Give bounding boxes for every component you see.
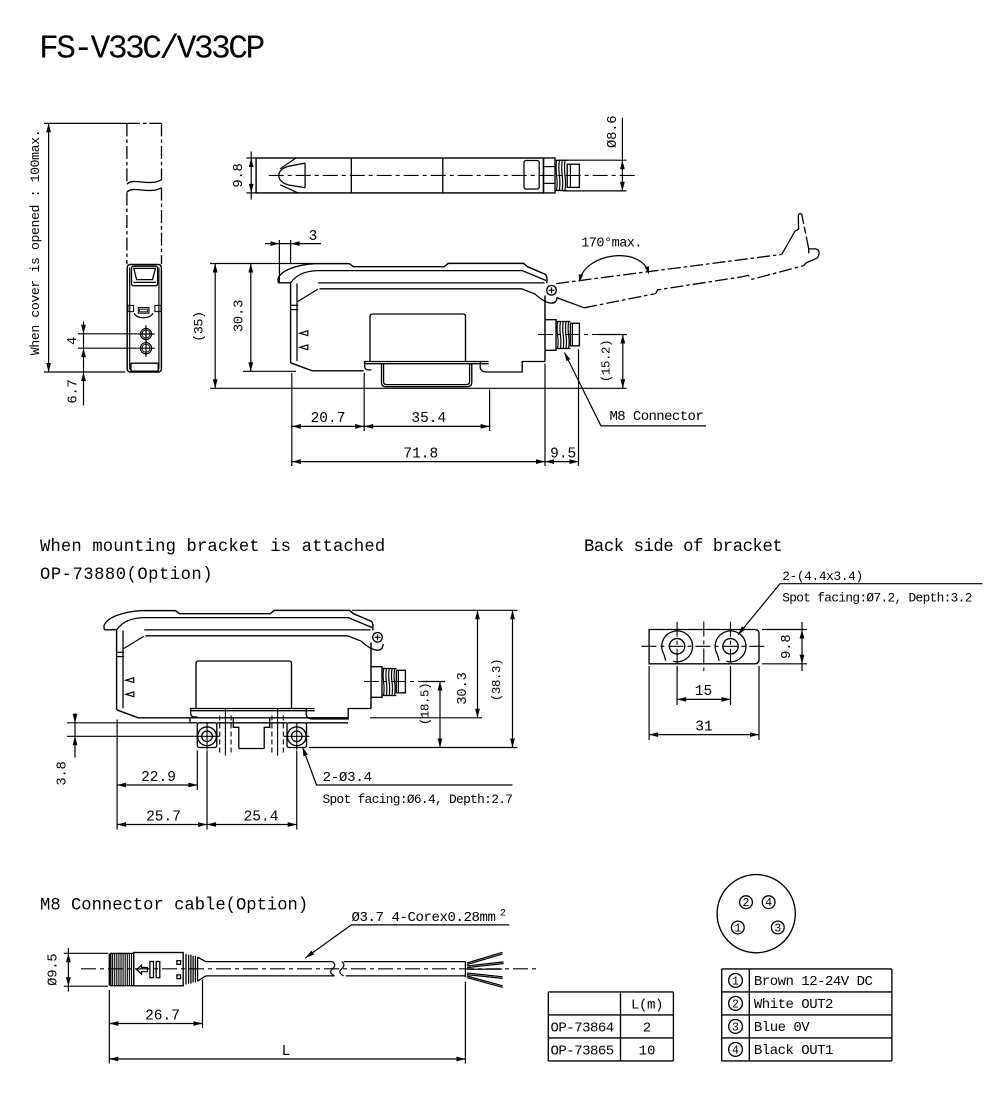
svg-text:Spot facing:Ø7.2, Depth:3.2: Spot facing:Ø7.2, Depth:3.2 xyxy=(782,591,972,606)
svg-text:30.3: 30.3 xyxy=(233,300,248,332)
svg-text:4: 4 xyxy=(66,337,81,345)
svg-text:170°max.: 170°max. xyxy=(581,237,642,252)
svg-text:2: 2 xyxy=(732,998,739,1011)
svg-text:2: 2 xyxy=(743,897,750,910)
svg-text:3: 3 xyxy=(774,923,781,936)
svg-text:Ø9.5: Ø9.5 xyxy=(46,954,62,986)
svg-text:L: L xyxy=(282,1044,291,1060)
svg-text:FS-V33C/V33CP: FS-V33C/V33CP xyxy=(39,31,264,68)
svg-text:(15.2): (15.2) xyxy=(600,340,614,382)
svg-text:Brown 12-24V DC: Brown 12-24V DC xyxy=(754,974,873,990)
svg-text:3: 3 xyxy=(309,229,318,245)
svg-text:4: 4 xyxy=(732,1044,739,1057)
svg-text:OP-73880(Option): OP-73880(Option) xyxy=(40,566,213,585)
svg-text:9.8: 9.8 xyxy=(232,163,247,187)
svg-text:9.5: 9.5 xyxy=(550,446,576,462)
svg-text:OP-73864: OP-73864 xyxy=(551,1020,614,1036)
svg-text:15: 15 xyxy=(695,684,712,700)
svg-text:26.7: 26.7 xyxy=(145,1008,180,1024)
svg-text:When cover is opened : 100max.: When cover is opened : 100max. xyxy=(28,130,43,355)
svg-text:2-Ø3.4: 2-Ø3.4 xyxy=(323,770,372,786)
svg-text:OP-73865: OP-73865 xyxy=(551,1043,614,1059)
svg-text:Back side of bracket: Back side of bracket xyxy=(584,538,782,557)
svg-text:(35): (35) xyxy=(191,311,206,341)
svg-text:Spot facing:Ø6.4, Depth:2.7: Spot facing:Ø6.4, Depth:2.7 xyxy=(323,792,513,807)
svg-text:L(m): L(m) xyxy=(631,997,663,1013)
svg-text:31: 31 xyxy=(695,719,712,735)
svg-text:25.4: 25.4 xyxy=(244,809,279,825)
svg-text:M8 Connector cable(Option): M8 Connector cable(Option) xyxy=(40,897,308,916)
svg-text:4: 4 xyxy=(765,897,772,910)
svg-text:20.7: 20.7 xyxy=(311,411,346,427)
svg-text:71.8: 71.8 xyxy=(403,446,438,462)
svg-text:When mounting bracket is attac: When mounting bracket is attached xyxy=(40,538,385,557)
svg-text:1: 1 xyxy=(734,923,741,936)
svg-text:Black OUT1: Black OUT1 xyxy=(754,1043,833,1059)
svg-text:9.8: 9.8 xyxy=(780,635,795,659)
svg-text:6.7: 6.7 xyxy=(67,379,82,403)
svg-text:35.4: 35.4 xyxy=(411,411,446,427)
svg-text:3.8: 3.8 xyxy=(56,761,71,785)
svg-text:White OUT2: White OUT2 xyxy=(754,997,833,1013)
svg-text:Ø8.6: Ø8.6 xyxy=(605,116,621,148)
svg-text:30.3: 30.3 xyxy=(456,672,471,704)
svg-text:2: 2 xyxy=(643,1020,651,1036)
svg-text:Blue 0V: Blue 0V xyxy=(754,1020,810,1036)
svg-text:25.7: 25.7 xyxy=(146,809,181,825)
svg-text:2: 2 xyxy=(500,909,506,920)
svg-text:2-(4.4x3.4): 2-(4.4x3.4) xyxy=(782,569,863,584)
svg-text:3: 3 xyxy=(732,1021,739,1034)
svg-text:22.9: 22.9 xyxy=(141,770,176,786)
svg-text:Ø3.7 4-Corex0.28mm: Ø3.7 4-Corex0.28mm xyxy=(352,910,496,926)
svg-text:M8 Connector: M8 Connector xyxy=(610,409,704,425)
svg-text:(18.5): (18.5) xyxy=(419,683,433,725)
svg-text:(38.3): (38.3) xyxy=(490,659,504,701)
svg-text:1: 1 xyxy=(732,975,739,988)
svg-text:10: 10 xyxy=(639,1043,656,1059)
